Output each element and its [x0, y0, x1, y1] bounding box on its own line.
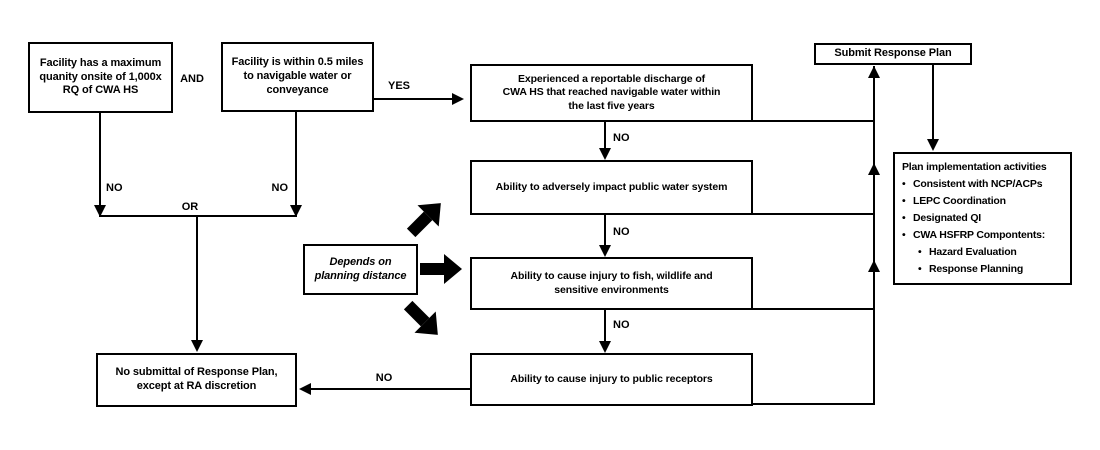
- node-public-receptors: Ability to cause injury to public recept…: [470, 353, 753, 406]
- no-connector-line-receptors: [311, 388, 470, 390]
- list-item-label: Hazard Evaluation: [929, 246, 1017, 258]
- list-item: • Designated QI: [902, 210, 1066, 227]
- list-item-label: Designated QI: [913, 212, 981, 224]
- list-item-label: CWA HSFRP Compontents:: [913, 229, 1046, 241]
- node-depends-planning-distance: Depends on planning distance: [303, 244, 418, 295]
- no-label-mid3: NO: [613, 319, 630, 331]
- no-connector-line-left2: [295, 112, 297, 207]
- or-junction-line: [99, 215, 297, 217]
- list-item-label: Response Planning: [929, 263, 1024, 275]
- or-label: OR: [181, 201, 199, 213]
- submit-riser-line: [873, 66, 875, 405]
- arrowhead-down-icon: [290, 205, 302, 217]
- arrowhead-up-icon: [868, 260, 880, 272]
- node-water-system: Ability to adversely impact public water…: [470, 160, 753, 215]
- no-label-left2: NO: [271, 182, 289, 194]
- bullet-icon: •: [902, 195, 906, 207]
- block-arrow-upright-icon: [401, 192, 452, 244]
- no-connector-line-mid2: [604, 215, 606, 246]
- riser-branch-line-2: [751, 213, 875, 215]
- or-down-connector-line: [196, 217, 198, 340]
- list-item-label: Consistent with NCP/ACPs: [913, 178, 1043, 190]
- bullet-icon: •: [918, 246, 922, 258]
- block-arrow-downright-icon: [398, 295, 449, 346]
- bullet-icon: •: [918, 263, 922, 275]
- riser-branch-line-1: [751, 120, 875, 122]
- plan-implementation-title: Plan implementation activities: [902, 161, 1047, 173]
- arrowhead-down-icon: [191, 340, 203, 352]
- block-arrow-right-icon: [420, 254, 462, 284]
- and-label: AND: [180, 73, 204, 85]
- yes-connector-line: [374, 98, 453, 100]
- arrowhead-down-icon: [94, 205, 106, 217]
- arrowhead-left-icon: [299, 383, 311, 395]
- submit-to-plan-line: [932, 65, 934, 140]
- bullet-icon: •: [902, 178, 906, 190]
- no-connector-line-mid1: [604, 122, 606, 149]
- list-subitem: • Hazard Evaluation: [902, 244, 1066, 261]
- arrowhead-down-icon: [599, 245, 611, 257]
- list-item: • CWA HSFRP Compontents:: [902, 227, 1066, 244]
- no-label-mid2: NO: [613, 226, 630, 238]
- node-facility-quantity: Facility has a maximum quanity onsite of…: [28, 42, 173, 113]
- list-item: • Consistent with NCP/ACPs: [902, 176, 1066, 193]
- list-item-label: LEPC Coordination: [913, 195, 1006, 207]
- arrowhead-right-icon: [452, 93, 464, 105]
- arrowhead-down-icon: [599, 341, 611, 353]
- list-subitem: • Response Planning: [902, 261, 1066, 278]
- arrowhead-down-icon: [599, 148, 611, 160]
- node-fish-wildlife: Ability to cause injury to fish, wildlif…: [470, 257, 753, 310]
- no-label-mid1: NO: [613, 132, 630, 144]
- arrowhead-up-icon: [868, 163, 880, 175]
- no-connector-line-mid3: [604, 310, 606, 342]
- bullet-icon: •: [902, 229, 906, 241]
- riser-branch-line-3: [751, 308, 875, 310]
- block-arrow-shaft: [420, 263, 444, 275]
- block-arrow-head: [444, 254, 462, 284]
- no-label-left1: NO: [106, 182, 123, 194]
- node-no-submittal: No submittal of Response Plan, except at…: [96, 353, 297, 407]
- yes-label: YES: [387, 80, 410, 92]
- node-experienced-discharge: Experienced a reportable discharge of CW…: [470, 64, 753, 122]
- no-label-receptors: NO: [375, 372, 393, 384]
- riser-branch-line-4: [751, 403, 875, 405]
- arrowhead-up-icon: [868, 66, 880, 78]
- node-plan-implementation: Plan implementation activities • Consist…: [893, 152, 1072, 285]
- list-item: • LEPC Coordination: [902, 193, 1066, 210]
- no-connector-line-left1: [99, 113, 101, 207]
- node-facility-distance: Facility is within 0.5 miles to navigabl…: [221, 42, 374, 112]
- arrowhead-down-icon: [927, 139, 939, 151]
- bullet-icon: •: [902, 212, 906, 224]
- node-submit-response-plan: Submit Response Plan: [814, 43, 972, 65]
